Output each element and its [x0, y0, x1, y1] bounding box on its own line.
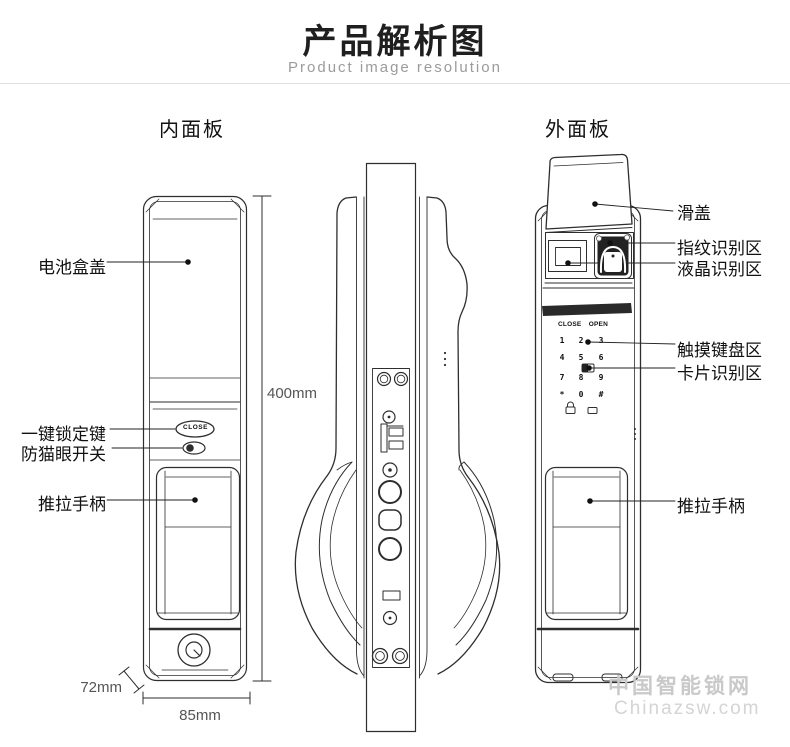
page-subtitle: Product image resolution — [288, 59, 502, 76]
callout-outer-handle: 推拉手柄 — [677, 497, 745, 516]
title-divider — [0, 83, 790, 84]
peephole-switch — [182, 441, 206, 455]
keypad-key: 7 — [559, 373, 565, 382]
lock-icon — [565, 401, 576, 414]
callout-anti-peephole: 防猫眼开关 — [21, 445, 106, 464]
callout-card-area: 卡片识别区 — [677, 364, 762, 383]
dimension-depth: 72mm — [80, 679, 122, 696]
watermark-url: Chinazsw.com — [614, 698, 761, 719]
inner-panel-drawing — [142, 195, 248, 682]
keypad-key: # — [598, 390, 604, 399]
slide-cover — [545, 153, 633, 233]
dimension-width: 85mm — [179, 707, 221, 724]
dimension-lines — [118, 195, 272, 705]
outer-panel-drawing — [534, 153, 676, 684]
inner-panel-heading: 内面板 — [159, 119, 225, 141]
lcd-screen — [548, 240, 587, 272]
watermark: 中国智能锁网 — [608, 675, 752, 698]
keypad-open-label: OPEN — [588, 321, 608, 328]
keypad-close-label: CLOSE — [558, 321, 582, 328]
callout-battery-cover: 电池盒盖 — [38, 258, 106, 277]
outer-handle-recess — [544, 466, 629, 621]
callout-one-key-lock: 一键锁定键 — [21, 425, 106, 444]
outer-panel-heading: 外面板 — [545, 119, 611, 141]
inner-handle-recess — [155, 466, 241, 621]
keypad-key: 5 — [578, 353, 584, 362]
keypad-key: 9 — [598, 373, 604, 382]
side-view-drawing — [294, 162, 501, 733]
keypad: CLOSE OPEN 1 2 3 4 5 6 7 8 9 * 0 # — [556, 318, 612, 418]
dimension-height: 400mm — [267, 385, 318, 402]
keypad-key: 0 — [578, 390, 584, 399]
callout-inner-handle: 推拉手柄 — [38, 495, 106, 514]
callout-touch-keypad-area: 触摸键盘区 — [677, 341, 762, 360]
keypad-key: 3 — [598, 336, 604, 345]
keyhole-icon — [177, 633, 211, 667]
keypad-key: 8 — [578, 373, 584, 382]
callout-lcd-area: 液晶识别区 — [677, 260, 762, 279]
keypad-key: 2 — [578, 336, 584, 345]
card-icon — [587, 407, 598, 414]
callout-slide-cover: 滑盖 — [677, 204, 711, 223]
callout-fingerprint-area: 指纹识别区 — [677, 239, 762, 258]
close-button — [175, 420, 215, 438]
close-button-label: CLOSE — [183, 424, 208, 431]
keypad-key: 4 — [559, 353, 565, 362]
keypad-key: 6 — [598, 353, 604, 362]
keypad-key: 1 — [559, 336, 565, 345]
callout-leader-lines — [106, 201, 676, 504]
fingerprint-module — [594, 233, 632, 279]
keypad-key: * — [559, 390, 565, 399]
page-title: 产品解析图 — [302, 23, 488, 61]
latch-mechanism — [380, 423, 404, 453]
